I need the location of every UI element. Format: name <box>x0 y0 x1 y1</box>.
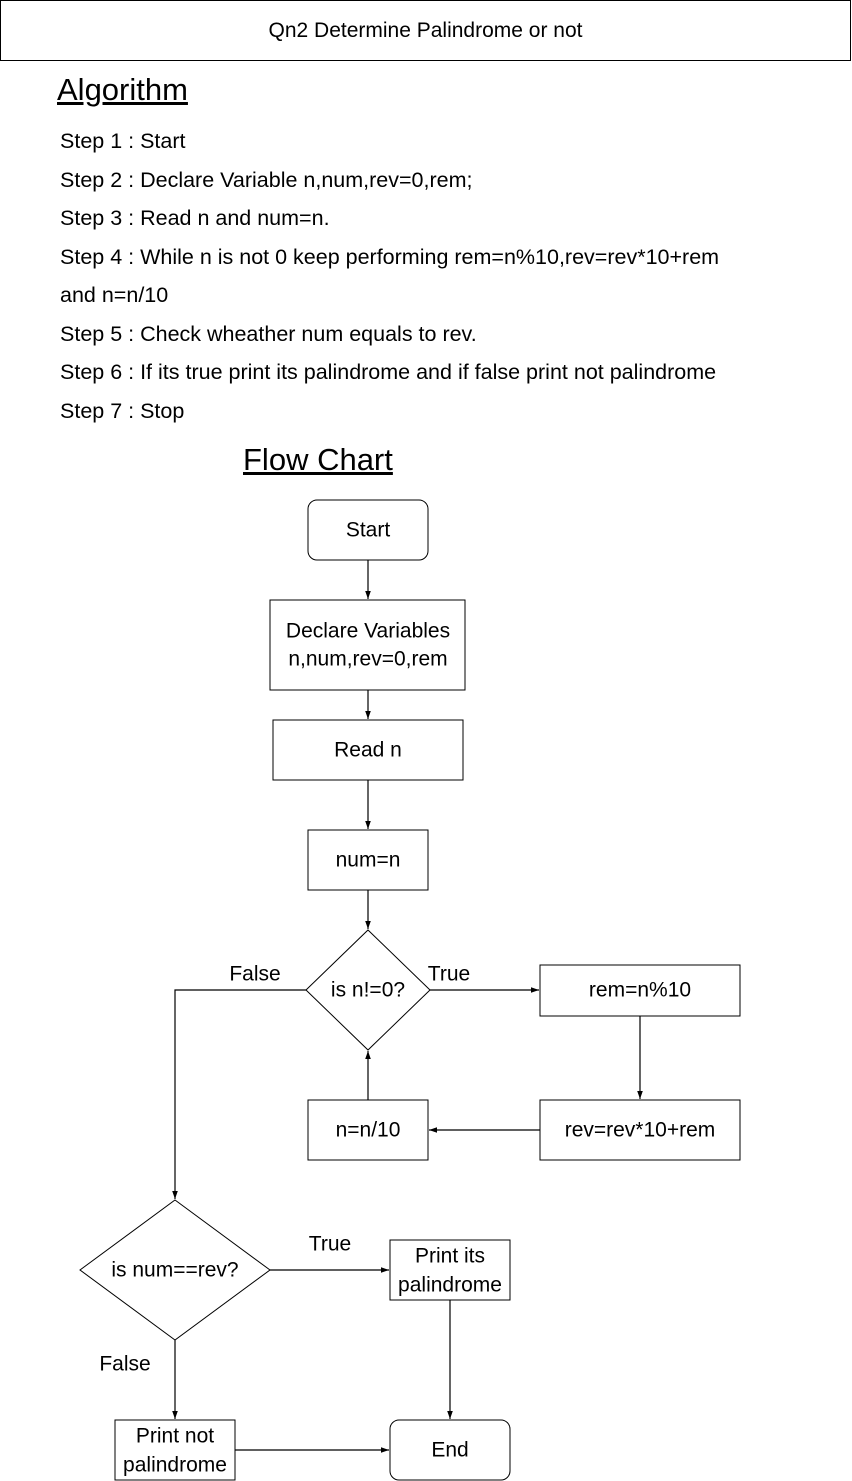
div-label: n=n/10 <box>336 1119 401 1142</box>
loop-false-label: False <box>229 963 280 986</box>
algorithm-step: Step 2 : Declare Variable n,num,rev=0,re… <box>60 167 473 192</box>
div-node <box>307 1099 429 1161</box>
algorithm-heading: Algorithm <box>57 72 188 107</box>
algorithm-steps: Step 1 : Start Step 2 : Declare Variable… <box>60 122 820 430</box>
algorithm-step-continuation: and n=n/10 <box>60 283 169 307</box>
compare-true-label: True <box>309 1233 351 1256</box>
algorithm-step: Step 6 : If its true print its palindrom… <box>60 360 717 384</box>
read-label: Read n <box>334 739 402 762</box>
loop-check-label: is n!=0? <box>331 979 405 1002</box>
algorithm-step: Step 4 : While n is not 0 keep performin… <box>60 244 720 269</box>
loop-check-diamond <box>305 929 431 1051</box>
compare-diamond <box>79 1199 271 1341</box>
flowchart-heading: Flow Chart <box>243 442 393 477</box>
end-node <box>389 1419 511 1481</box>
rem-label: rem=n%10 <box>589 979 691 1002</box>
assign-label: num=n <box>336 849 401 872</box>
compare-false-label: False <box>99 1353 150 1376</box>
rev-label: rev=rev*10+rem <box>565 1119 716 1142</box>
start-node <box>307 499 429 561</box>
print-no-label-line2: palindrome <box>123 1454 227 1477</box>
print-yes-node <box>389 1239 511 1301</box>
print-no-label-line1: Print not <box>136 1425 214 1448</box>
read-node <box>272 719 464 781</box>
print-yes-label-line2: palindrome <box>398 1274 502 1297</box>
algorithm-step: Step 5 : Check wheather num equals to re… <box>60 321 477 346</box>
edge-loop-false <box>172 989 306 1199</box>
end-label: End <box>431 1439 468 1462</box>
rev-node <box>539 1099 741 1161</box>
loop-true-label: True <box>428 963 470 986</box>
algorithm-step: Step 7 : Stop <box>60 398 185 423</box>
print-yes-label-line1: Print its <box>415 1245 485 1268</box>
algorithm-step: Step 3 : Read n and num=n. <box>60 206 330 230</box>
start-label: Start <box>346 519 391 542</box>
print-no-node <box>114 1419 236 1481</box>
assign-node <box>307 829 429 891</box>
page-title: Qn2 Determine Palindrome or not <box>0 0 851 61</box>
algorithm-step: Step 1 : Start <box>60 129 186 153</box>
flow-connectors <box>172 560 643 1453</box>
declare-node <box>269 599 466 691</box>
rem-node <box>539 964 741 1017</box>
declare-label-line1: Declare Variables <box>286 620 450 643</box>
declare-label-line2: n,num,rev=0,rem <box>288 648 447 671</box>
compare-label: is num==rev? <box>111 1259 238 1282</box>
